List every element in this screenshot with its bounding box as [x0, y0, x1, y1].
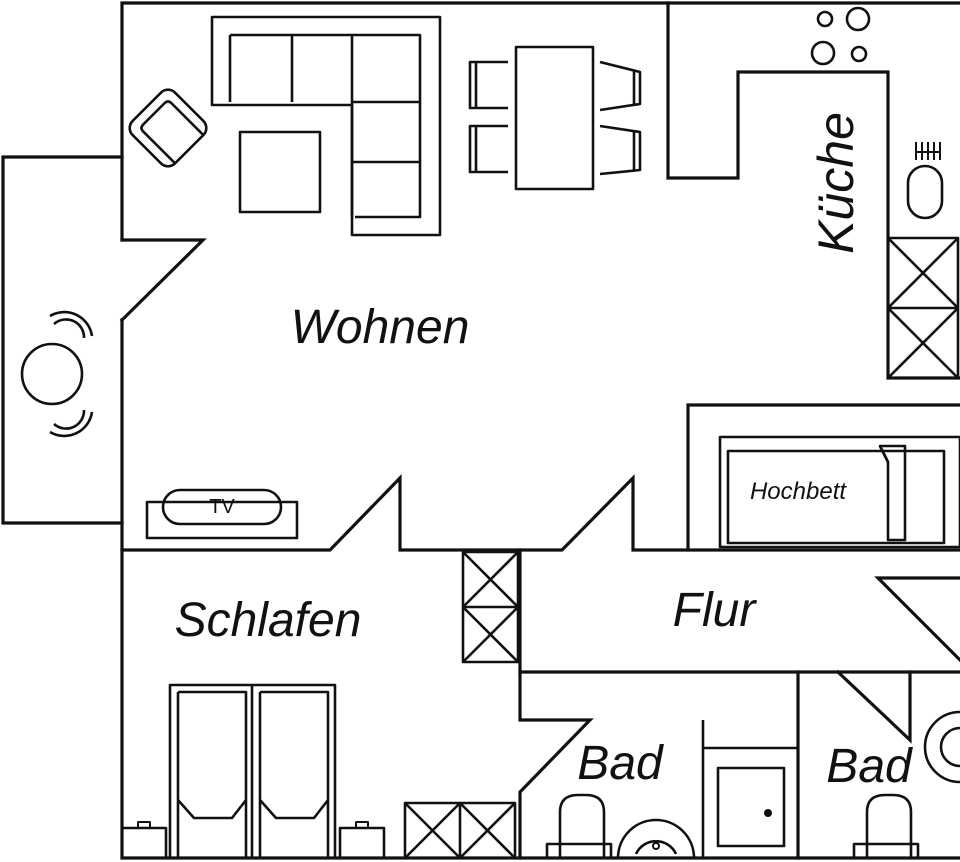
bedroom-cabinet	[403, 801, 517, 860]
dining-chair-right-top	[599, 60, 642, 112]
tv-bench: TV	[145, 488, 299, 540]
kitchen-cabinet	[886, 236, 960, 380]
balcony-table-set	[20, 310, 94, 438]
toilet-left	[545, 793, 613, 860]
bedroom-furniture	[120, 550, 520, 860]
entrance-door	[874, 576, 960, 663]
coffee-table	[238, 130, 322, 214]
kitchen-fixtures	[810, 6, 960, 380]
dining-chair-left-bottom	[468, 124, 508, 174]
balcony	[1, 155, 124, 525]
armchair	[128, 88, 208, 168]
bathroom-fixtures	[545, 710, 960, 860]
room-label-schlafen: Schlafen	[175, 594, 362, 647]
toilet-right	[852, 793, 920, 860]
double-bed	[168, 683, 337, 860]
sink-right	[923, 710, 960, 784]
nightstand-left	[120, 821, 168, 860]
kitchen-sink	[906, 142, 944, 220]
room-label-bad-right: Bad	[826, 740, 913, 793]
dining-chair-left-top	[468, 60, 508, 110]
dining-table	[514, 45, 595, 191]
stove	[810, 6, 871, 66]
nightstand-right	[338, 821, 386, 860]
room-label-flur: Flur	[673, 584, 758, 637]
living-furniture: TV	[128, 15, 642, 540]
loft-bed	[718, 435, 960, 549]
room-label-bad-left: Bad	[577, 737, 664, 790]
sink-left	[616, 818, 696, 859]
tv-label: TV	[209, 496, 235, 518]
dining-chair-right-bottom	[599, 124, 642, 176]
room-label-kueche: Küche	[808, 112, 864, 254]
room-label-wohnen: Wohnen	[291, 301, 470, 354]
room-labels: Wohnen Küche Hochbett Schlafen Flur Bad …	[175, 112, 913, 793]
wardrobe	[461, 550, 520, 664]
room-label-hochbett: Hochbett	[750, 478, 847, 505]
shower	[701, 720, 798, 858]
sofa	[210, 15, 442, 237]
